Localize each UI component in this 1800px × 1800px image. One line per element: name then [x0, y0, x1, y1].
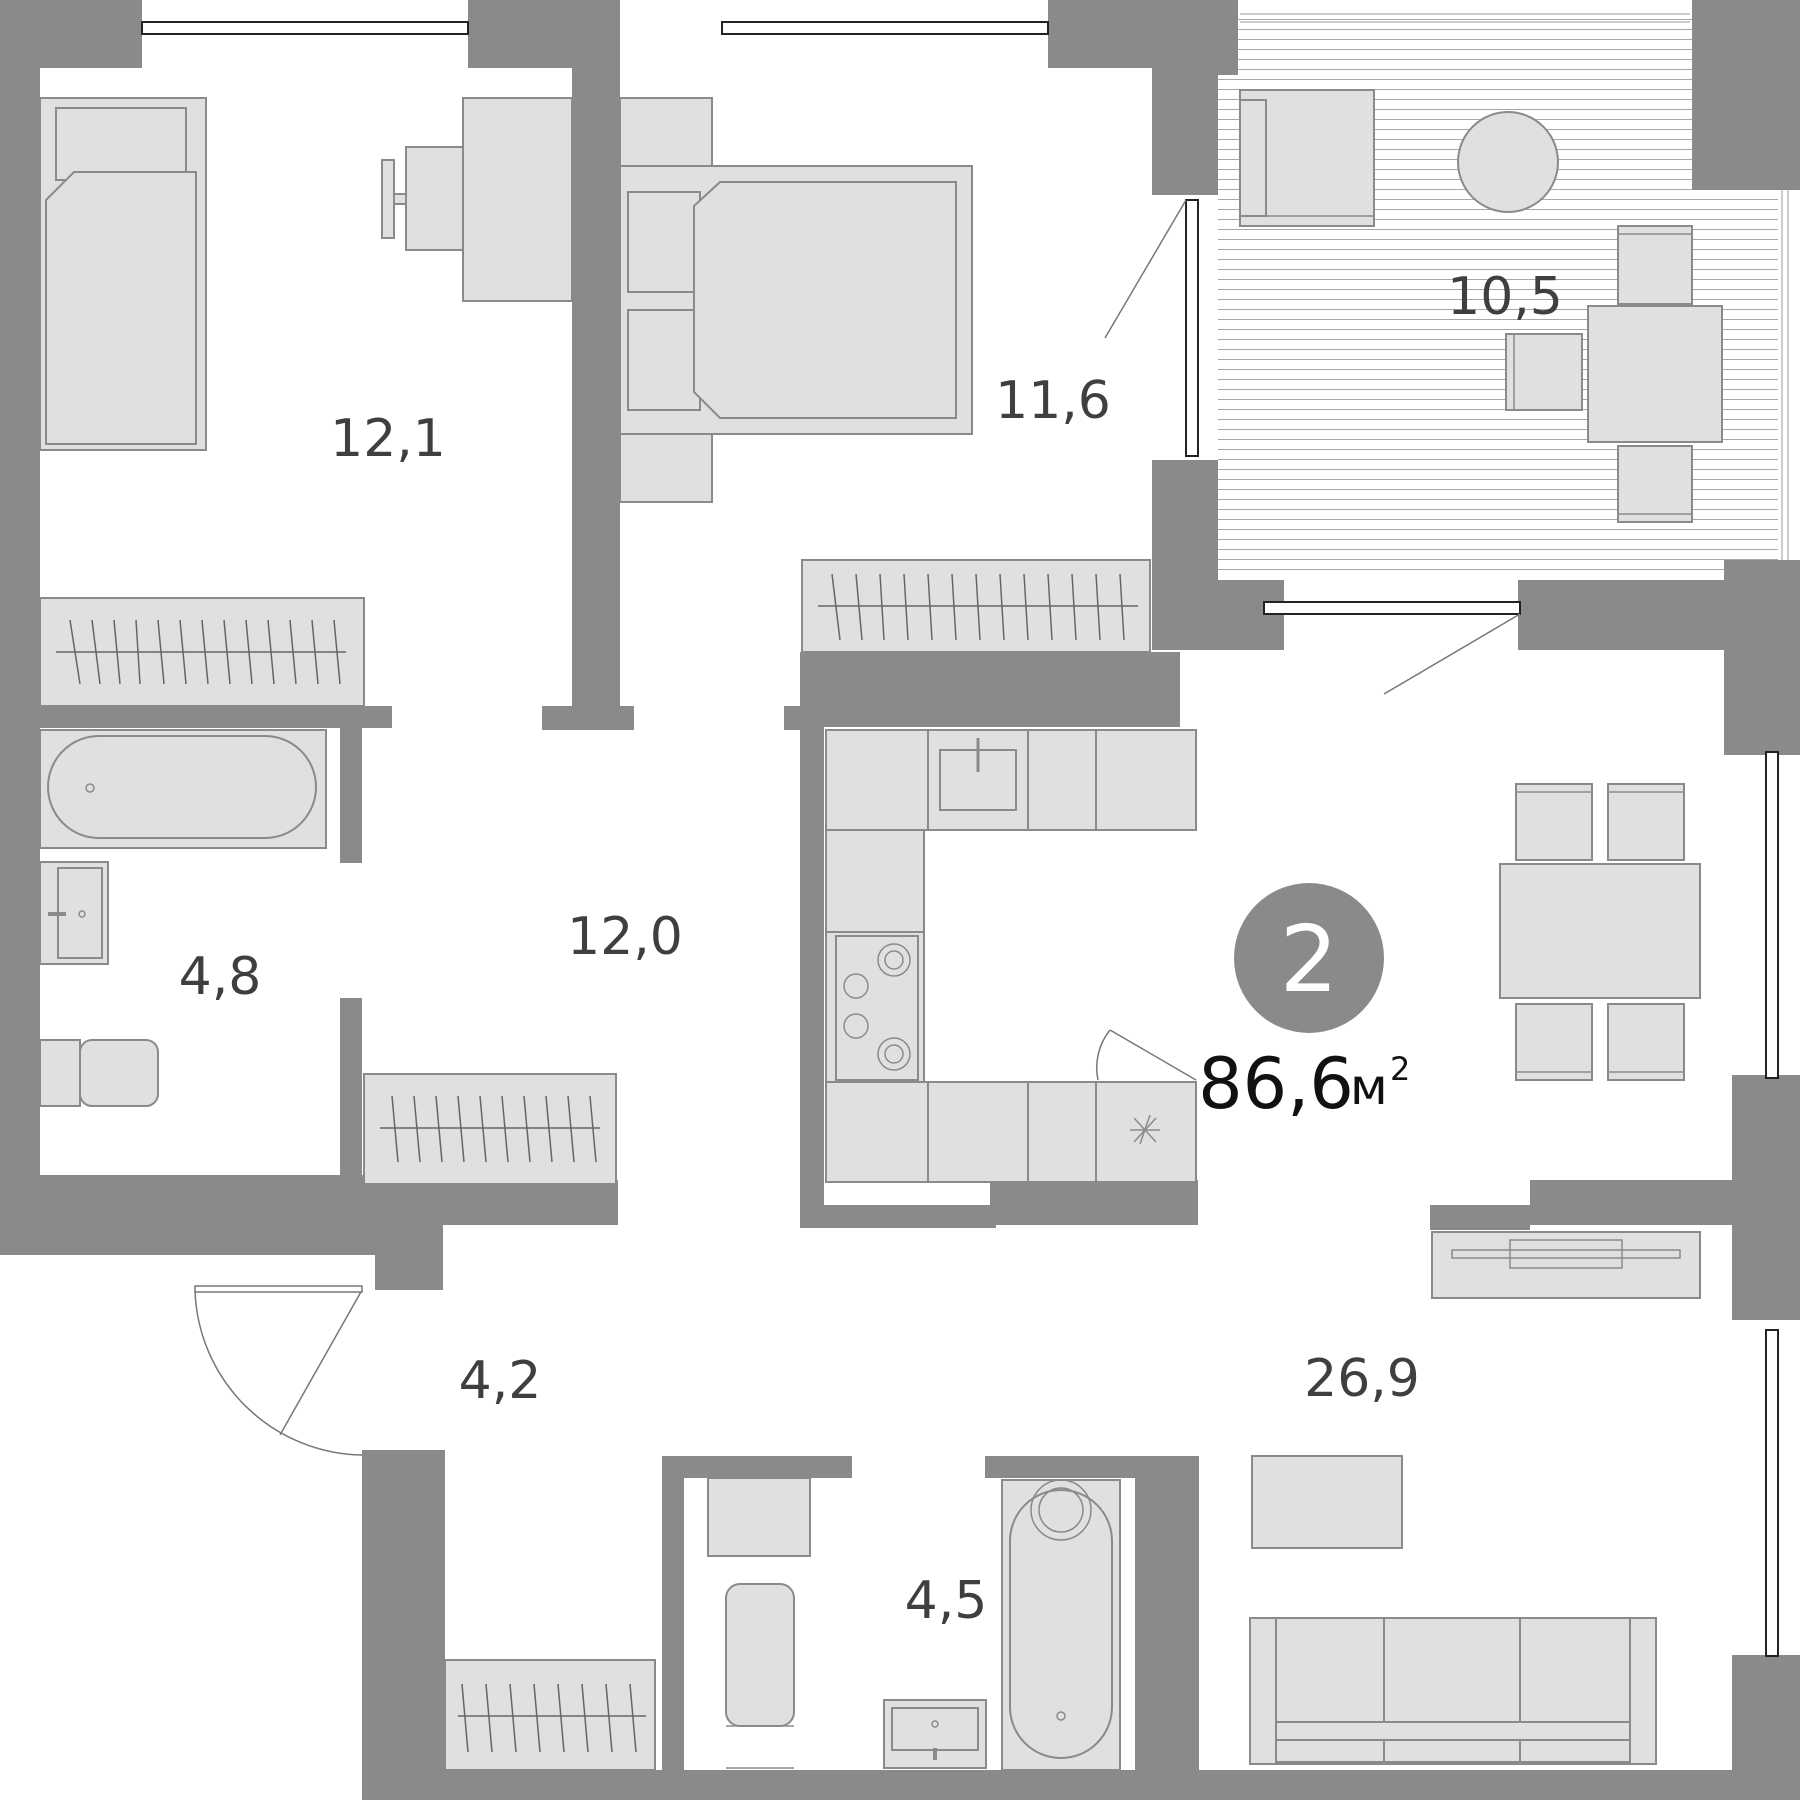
area-label-hallway: 12,0	[567, 907, 683, 967]
total-area-value: 86,6	[1198, 1043, 1354, 1125]
windows	[141, 21, 1779, 1657]
area-label-bathroom-1: 4,8	[179, 947, 262, 1007]
door-swings	[194, 199, 1521, 1456]
area-label-kitchen-living: 26,9	[1304, 1349, 1420, 1409]
area-label-bathroom-2: 4,5	[905, 1571, 988, 1631]
area-label-bedroom-2: 11,6	[995, 371, 1111, 431]
area-label-bedroom-1: 12,1	[330, 409, 446, 469]
wardrobes	[56, 573, 1138, 1753]
total-area-unit: м	[1350, 1058, 1388, 1116]
area-label-balcony: 10,5	[1447, 267, 1563, 327]
room-count-badge	[1234, 883, 1384, 1033]
balcony-railing	[1240, 13, 1789, 620]
total-area-unit-power: 2	[1390, 1050, 1410, 1088]
area-label-entrance-hall: 4,2	[459, 1351, 542, 1411]
furniture-details	[48, 215, 1692, 1769]
room-count-label: 2	[1280, 906, 1339, 1013]
